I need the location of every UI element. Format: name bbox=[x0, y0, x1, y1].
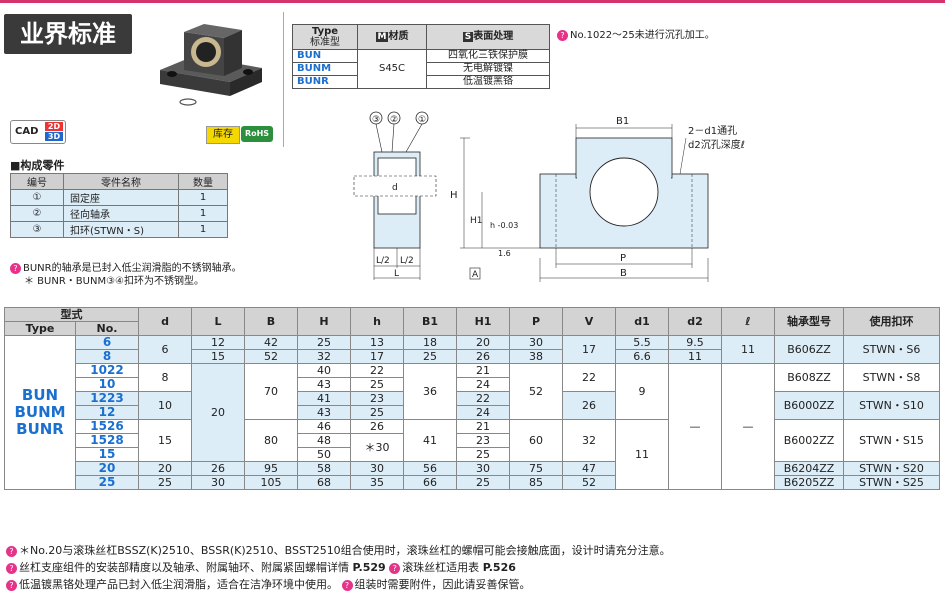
header-model: 型式 bbox=[4, 307, 139, 322]
note-icon: ? bbox=[341, 579, 353, 591]
table-row: 10 43 25 24 bbox=[5, 377, 940, 392]
footer-note-2: ?丝杠支座组件的安装部精度以及轴承、附属轴环、附属紧固螺帽详情 P.529 ?滚… bbox=[6, 559, 516, 575]
note-icon: ? bbox=[557, 29, 568, 41]
rohs-badge: RoHS bbox=[241, 126, 273, 142]
label-hh: h -0.03 bbox=[490, 221, 518, 230]
label-b: B bbox=[620, 268, 627, 279]
parts-header-name: 零件名称 bbox=[63, 173, 179, 190]
parts-note-1: ?BUNR的轴承是已封入低尘润滑脂的不锈钢轴承。 bbox=[10, 259, 242, 274]
label-l: L bbox=[394, 269, 399, 279]
table-row: BUN BUNM BUNR 6 6 12 42 25 13 18 20 30 1… bbox=[4, 335, 940, 490]
dimension-table: 型式 d L B H h B1 H1 P V d1 d2 ℓ 轴承型号 使用扣环… bbox=[4, 307, 940, 490]
product-photo bbox=[160, 24, 262, 106]
top-note: ?No.1022～25未进行沉孔加工。 bbox=[557, 26, 715, 41]
spec-type-bun: BUN bbox=[292, 49, 358, 63]
label-n1: ① bbox=[418, 115, 426, 125]
spec-surface-bunr: 低温镀黑铬 bbox=[426, 75, 550, 89]
divider bbox=[283, 12, 284, 147]
parts-title: ■构成零件 bbox=[10, 159, 65, 172]
table-row: 1223 10 41 23 22 26 B6000ZZ STWN・S10 bbox=[5, 391, 940, 420]
note-icon: ? bbox=[10, 262, 21, 274]
cad-badge[interactable]: CAD 2D 3D bbox=[10, 120, 66, 144]
spec-type-bunr: BUNR bbox=[292, 75, 358, 89]
table-row: 12 43 25 24 bbox=[5, 405, 940, 420]
material-icon: M bbox=[375, 32, 389, 42]
note-icon: ? bbox=[389, 562, 401, 574]
table-row: ③ 扣环(STWN・S) 1 bbox=[10, 221, 228, 238]
table-row: 1526 15 80 46 26 41 21 60 32 11 B6002ZZ … bbox=[5, 419, 940, 490]
header-type: Type bbox=[4, 321, 76, 336]
footer-note-3: ?低温镀黑铬处理产品已封入低尘润滑脂，适合在洁净环境中使用。 ?组装时需要附件，… bbox=[6, 576, 531, 592]
hole-note-1: 2－d1通孔 bbox=[688, 125, 737, 137]
top-accent-line bbox=[0, 0, 945, 3]
roughness-label: 1.6 bbox=[498, 249, 511, 258]
spec-surface-bunm: 无电解镀镍 bbox=[426, 62, 550, 76]
label-l2b: L/2 bbox=[400, 256, 414, 266]
label-p: P bbox=[620, 253, 626, 264]
category-title: 业界标准 bbox=[4, 14, 132, 54]
label-h1: H1 bbox=[470, 216, 483, 226]
parts-header-qty: 数量 bbox=[178, 173, 228, 190]
type-cell: BUN BUNM BUNR bbox=[4, 335, 76, 490]
parts-note-2: ＊ BUNR・BUNM③④扣环为不锈钢型。 bbox=[24, 276, 205, 287]
spec-header-type: Type bbox=[311, 26, 339, 37]
table-row: 1022 8 20 70 40 22 36 21 52 22 9 — — B60… bbox=[5, 363, 940, 490]
parts-table: 编号 零件名称 数量 ① 固定座 1 ② 径向轴承 1 ③ 扣环(STWN・S)… bbox=[10, 173, 228, 238]
page-link-529[interactable]: P.529 bbox=[352, 561, 386, 574]
table-row: 15 50 25 bbox=[5, 447, 940, 462]
spec-surface-bun: 四氧化三铁保护膜 bbox=[426, 49, 550, 63]
table-row: ② 径向轴承 1 bbox=[10, 205, 228, 222]
note-icon: ? bbox=[6, 562, 17, 574]
label-n3: ③ bbox=[372, 115, 380, 125]
cad-2d-badge[interactable]: 2D bbox=[45, 122, 63, 131]
header-no: No. bbox=[75, 321, 139, 336]
hole-note-2: d2沉孔深度ℓ bbox=[688, 138, 745, 151]
cad-3d-badge[interactable]: 3D bbox=[45, 132, 63, 141]
surface-icon: S bbox=[462, 32, 474, 42]
footer-note-1: ?＊No.20与滚珠丝杠BSSZ(K)2510、BSSR(K)2510、BSST… bbox=[6, 542, 671, 558]
label-l2a: L/2 bbox=[376, 256, 390, 266]
spec-header-type-cn: 标准型 bbox=[310, 37, 340, 48]
table-row: 20 20 26 95 58 30 56 30 75 47 B6204ZZ ST… bbox=[5, 461, 940, 476]
page-link-526[interactable]: P.526 bbox=[482, 561, 516, 574]
label-b1: B1 bbox=[616, 116, 629, 127]
note-icon: ? bbox=[6, 545, 17, 557]
label-n2: ② bbox=[390, 115, 398, 125]
spec-type-bunm: BUNM bbox=[292, 62, 358, 76]
stock-badge: 库存 bbox=[206, 126, 240, 144]
note-icon: ? bbox=[6, 579, 17, 591]
spec-material: S45C bbox=[357, 49, 427, 89]
datum-label: A bbox=[472, 270, 479, 280]
label-h: H bbox=[450, 190, 458, 201]
label-d: d bbox=[392, 183, 398, 193]
table-row: 25 25 30 105 68 35 66 25 85 52 B6205ZZ S… bbox=[5, 475, 940, 490]
table-row: 8 15 52 32 17 25 26 38 6.6 11 bbox=[5, 349, 940, 364]
technical-drawing: ③ ② ① d L/2 L/2 L B1 2－d1通孔 d2沉孔深度ℓ bbox=[353, 111, 745, 282]
table-row: ① 固定座 1 bbox=[10, 189, 228, 206]
parts-header-no: 编号 bbox=[10, 173, 64, 190]
table-row: 1528 48 ＊30 23 bbox=[5, 433, 940, 462]
